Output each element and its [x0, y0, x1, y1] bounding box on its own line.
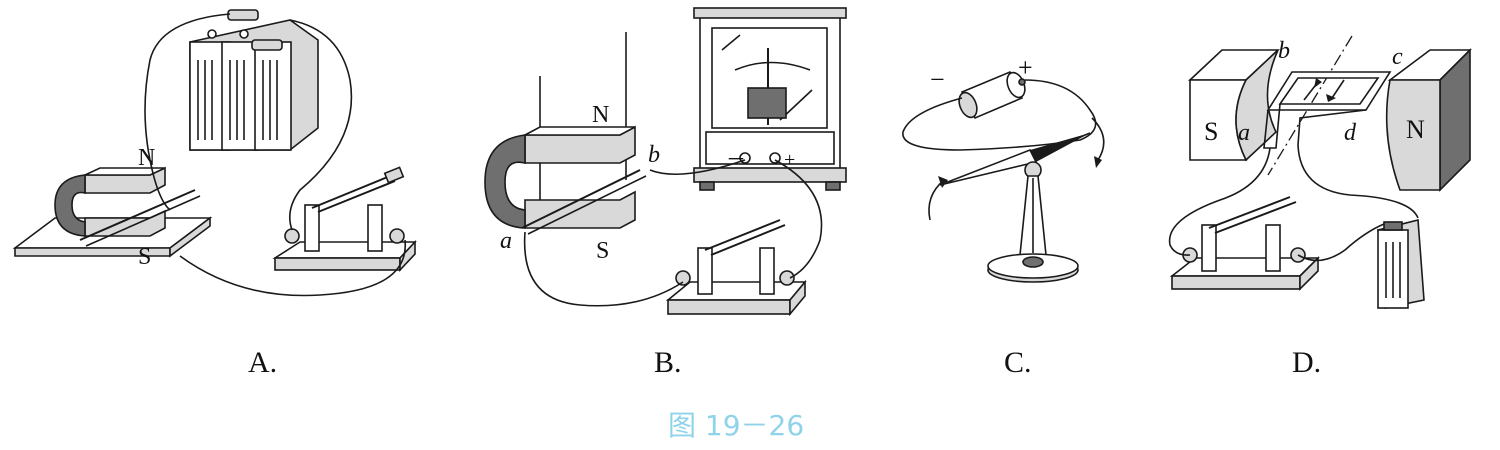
wires-b — [523, 159, 823, 307]
compass-needle — [939, 132, 1091, 186]
magnet-b — [484, 125, 636, 229]
panel-b: N S a b － + — [484, 7, 847, 379]
north-label-b: N — [592, 102, 609, 128]
magnet-a — [12, 166, 213, 258]
south-label-d: S — [1204, 117, 1218, 146]
meter-minus-label: － — [726, 149, 746, 171]
coil-loop — [1263, 71, 1392, 149]
n-pole-block — [1385, 48, 1472, 192]
rotation-axis — [1267, 35, 1353, 176]
caption-d: D. — [1292, 346, 1321, 379]
label-b-d: b — [1278, 38, 1290, 64]
meter-plus-label: + — [784, 149, 795, 171]
panel-c: − + C. — [902, 53, 1105, 379]
rod-b — [521, 169, 641, 229]
wires-d — [1168, 144, 1419, 262]
compass-stand — [987, 161, 1079, 283]
south-label-b: S — [596, 238, 609, 264]
panel-a: N S A. — [12, 9, 417, 379]
figure-title: 图 19－26 — [668, 409, 804, 442]
switch-a — [272, 166, 417, 273]
battery-pack — [189, 9, 319, 151]
minus-label-c: − — [930, 65, 945, 94]
wire-loop-c — [902, 79, 1097, 151]
label-d-d: d — [1344, 120, 1357, 146]
end-a-label-b: a — [500, 228, 512, 254]
label-a-d: a — [1238, 120, 1250, 146]
north-label-d: N — [1406, 115, 1425, 144]
end-b-label-b: b — [648, 142, 660, 168]
caption-a: A. — [248, 346, 277, 379]
battery-cell — [958, 70, 1026, 120]
wires-a — [144, 13, 406, 297]
s-pole-block — [1187, 49, 1281, 162]
galvanometer: － + — [693, 7, 847, 191]
label-c-d: c — [1392, 44, 1403, 70]
battery-d — [1377, 218, 1425, 309]
rotation-arrow-right — [1091, 117, 1105, 161]
plus-label-c: + — [1018, 53, 1033, 82]
south-label-a: S — [138, 244, 151, 270]
switch-d — [1169, 196, 1320, 291]
switch-b — [665, 219, 807, 317]
north-label-a: N — [138, 145, 155, 171]
panel-d: S N b c a d — [1168, 35, 1472, 379]
caption-b: B. — [654, 346, 682, 379]
rod-a — [79, 189, 196, 241]
caption-c: C. — [1004, 346, 1032, 379]
